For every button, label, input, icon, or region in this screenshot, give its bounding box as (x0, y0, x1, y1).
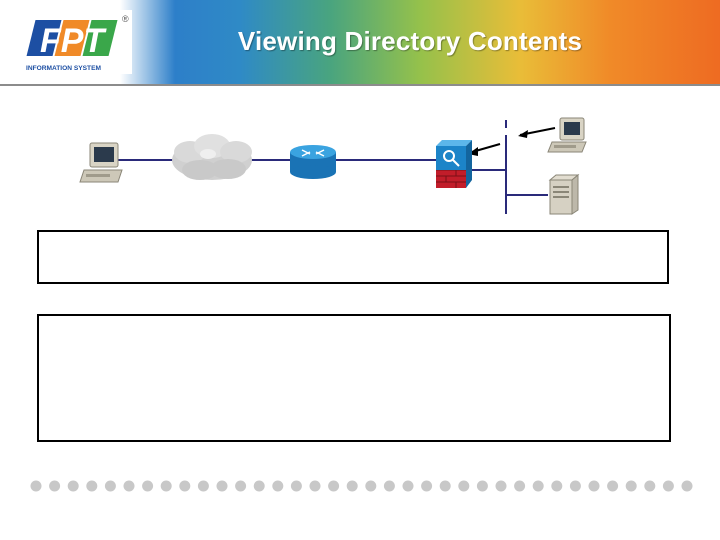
slide-header: FPT ® INFORMATION SYSTEM Viewing Directo… (0, 0, 720, 86)
divider-dot (197, 480, 209, 492)
workstation-icon (547, 117, 587, 153)
divider-dot (383, 480, 395, 492)
text-box (37, 230, 669, 284)
page-title: Viewing Directory Contents (237, 26, 583, 56)
fpt-logo: FPT ® INFORMATION SYSTEM (20, 10, 132, 74)
divider-dot (439, 480, 451, 492)
divider-dot (365, 480, 377, 492)
divider-dot (569, 480, 581, 492)
divider-dot (160, 480, 172, 492)
registered-mark: ® (122, 14, 129, 24)
divider-dot (346, 480, 358, 492)
server-icon (548, 173, 580, 215)
divider-dot (644, 480, 656, 492)
divider-dot (30, 480, 42, 492)
divider-dot (662, 480, 674, 492)
divider-dot (67, 480, 79, 492)
divider-dot (514, 480, 526, 492)
divider-dot (625, 480, 637, 492)
divider-dot (272, 480, 284, 492)
divider-dot (142, 480, 154, 492)
divider-dot (123, 480, 135, 492)
router-icon (290, 145, 336, 179)
divider-dot (588, 480, 600, 492)
logo-subtext: INFORMATION SYSTEM (26, 65, 101, 72)
dotted-divider (30, 480, 693, 492)
text-box (37, 314, 671, 442)
firewall-icon (436, 140, 472, 188)
divider-dot (607, 480, 619, 492)
divider-dot (421, 480, 433, 492)
divider-dot (235, 480, 247, 492)
divider-dot (681, 480, 693, 492)
divider-dot (476, 480, 488, 492)
divider-dot (290, 480, 302, 492)
divider-dot (49, 480, 61, 492)
divider-dot (458, 480, 470, 492)
divider-dot (495, 480, 507, 492)
cloud-icon (172, 134, 252, 180)
divider-dot (532, 480, 544, 492)
divider-dot (402, 480, 414, 492)
divider-dot (328, 480, 340, 492)
divider-dot (104, 480, 116, 492)
divider-dot (216, 480, 228, 492)
logo-text: FPT (40, 22, 107, 60)
workstation-icon (79, 142, 123, 183)
divider-dot (86, 480, 98, 492)
divider-dot (309, 480, 321, 492)
arrowhead-icon (518, 130, 528, 138)
header-divider (0, 84, 720, 86)
divider-dot (179, 480, 191, 492)
divider-dot (551, 480, 563, 492)
divider-dot (253, 480, 265, 492)
network-diagram (79, 117, 587, 215)
